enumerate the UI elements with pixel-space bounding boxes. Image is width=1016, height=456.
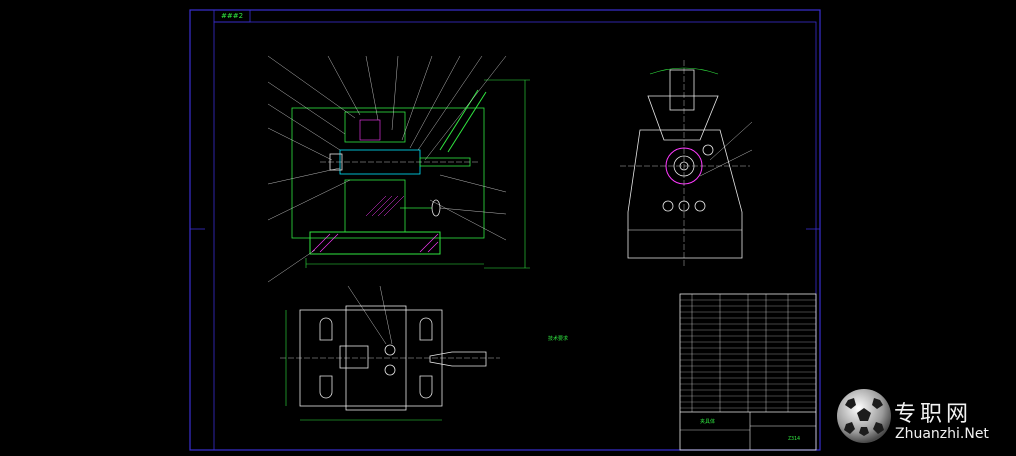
technical-requirements-title: 技术要求 (548, 336, 569, 342)
soccer-ball-icon (837, 389, 891, 443)
inner-frame (213, 21, 817, 451)
front-view (267, 55, 530, 283)
title-block-part-name: 夹具体 (700, 419, 716, 425)
watermark (834, 384, 1016, 452)
technical-requirements-note: 技术要求 (548, 336, 568, 343)
side-view (620, 60, 753, 268)
corner-tag: ###2 (221, 12, 244, 20)
title-block-drawing-number: Z314 (788, 436, 801, 442)
parts-list-table (679, 293, 817, 451)
watermark-site-cn: 专职网 (894, 402, 973, 427)
top-view (280, 285, 500, 421)
watermark-site-en: Zhuanzhi.Net (895, 426, 989, 442)
corner-tag-box (213, 9, 251, 23)
